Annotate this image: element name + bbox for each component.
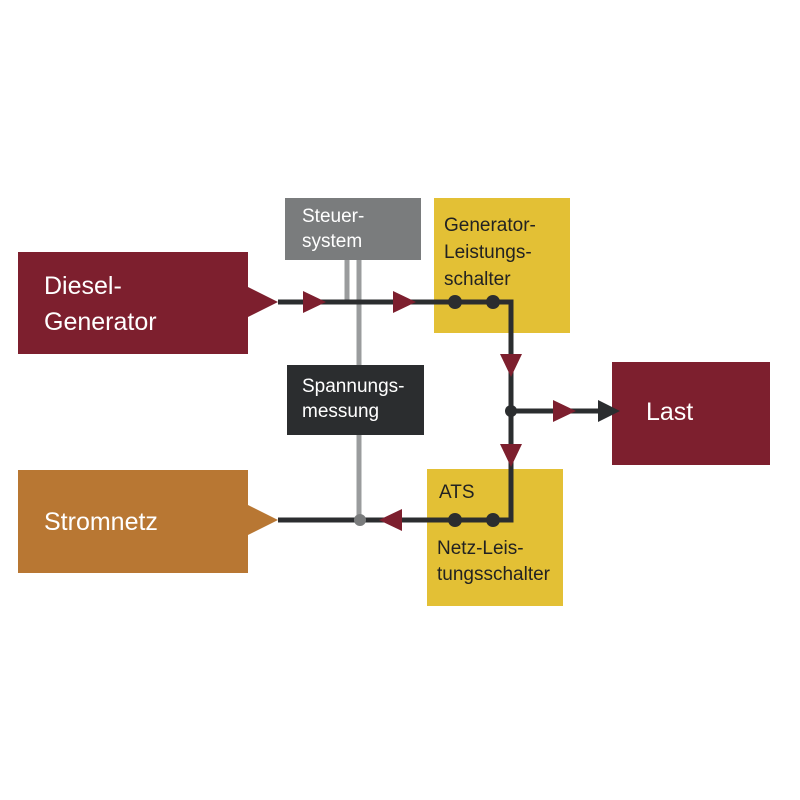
ats-box: ATS Netz-Leis- tungsschalter — [427, 469, 563, 606]
diesel-label-2: Generator — [44, 308, 157, 336]
grid-output-tab — [248, 505, 278, 535]
control-system-box: Steuer- system — [285, 198, 421, 260]
flow-arrow-right-icon — [303, 291, 326, 313]
control-label-1: Steuer- — [302, 206, 365, 227]
load-box: Last — [612, 362, 770, 465]
voltage-label-2: messung — [302, 401, 380, 422]
diesel-label-1: Diesel- — [44, 272, 122, 300]
flow-arrow-right-icon — [393, 291, 416, 313]
flow-arrow-left-icon — [379, 509, 402, 531]
voltage-label-1: Spannungs- — [302, 376, 405, 397]
voltage-measurement-box: Spannungs- messung — [287, 365, 424, 435]
junction-dot-grid — [354, 514, 366, 526]
generator-breaker-box: Generator- Leistungs- schalter — [434, 198, 570, 333]
power-line-generator — [278, 299, 514, 523]
grid-label: Stromnetz — [44, 508, 158, 536]
ats-title: ATS — [439, 482, 475, 503]
ats-label-2: tungsschalter — [437, 564, 551, 585]
grid-box: Stromnetz — [18, 470, 248, 573]
breaker-contact — [486, 295, 500, 309]
load-label: Last — [646, 398, 694, 426]
load-arrowhead — [598, 400, 620, 422]
diesel-generator-box: Diesel- Generator — [18, 252, 248, 354]
gen-breaker-label-1: Generator- — [444, 215, 536, 236]
ats-label-1: Netz-Leis- — [437, 538, 524, 559]
gen-breaker-label-3: schalter — [444, 269, 511, 290]
flow-arrow-down-icon — [500, 354, 522, 377]
breaker-contact — [486, 513, 500, 527]
gen-breaker-label-2: Leistungs- — [444, 242, 532, 263]
control-label-2: system — [302, 231, 363, 252]
junction-dot — [505, 405, 517, 417]
flow-arrow-right-icon — [553, 400, 576, 422]
flow-arrow-down-icon — [500, 444, 522, 467]
breaker-contact — [448, 513, 462, 527]
diesel-output-tab — [248, 287, 278, 317]
breaker-contact — [448, 295, 462, 309]
